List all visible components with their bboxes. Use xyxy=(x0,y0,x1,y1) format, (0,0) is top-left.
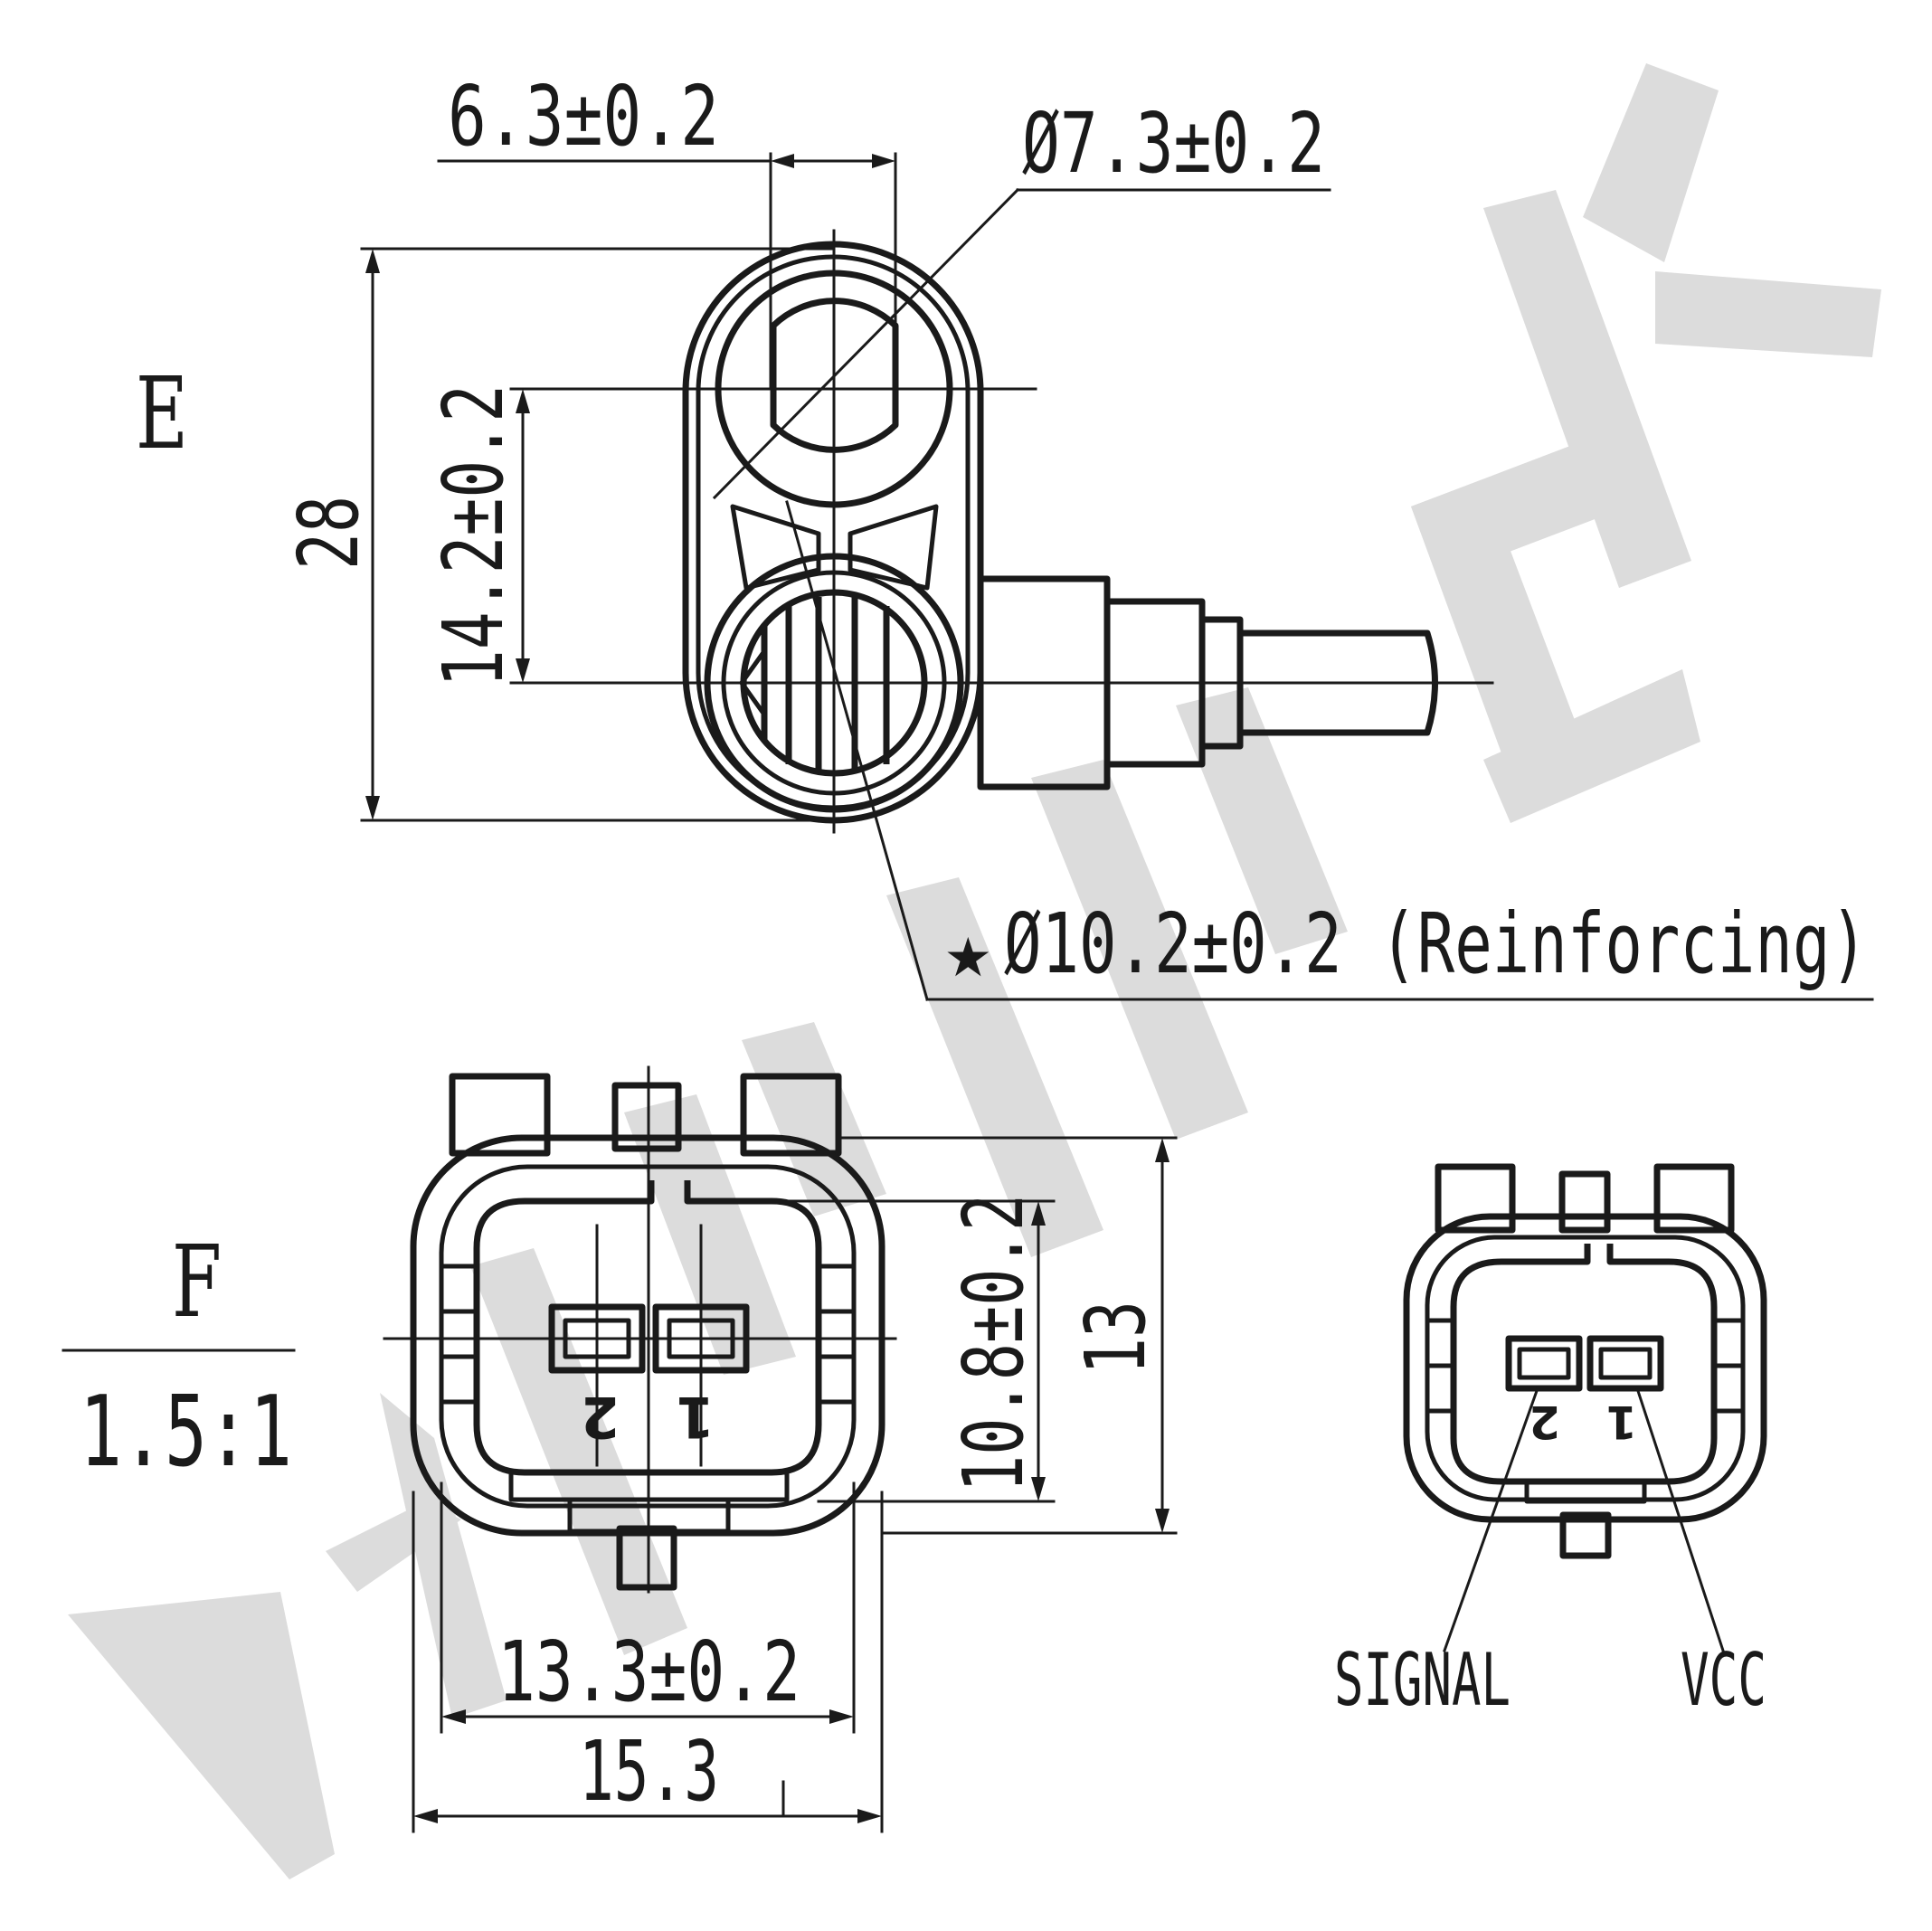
mounting-hole-flat xyxy=(770,298,899,453)
body-web-right xyxy=(848,504,939,591)
body-web xyxy=(730,504,821,591)
dim-reinforcing-label: Ø10.2±0.2 (Reinforcing) xyxy=(1004,895,1868,992)
dim-outer-height-label: 13 xyxy=(1067,1301,1164,1375)
signal-label: SIGNAL xyxy=(1334,1638,1511,1722)
pin-2-number: 2 xyxy=(581,1384,620,1450)
dim-outer-width-label: 15.3 xyxy=(579,1723,719,1820)
view-e: E 6.3±0.2 xyxy=(136,68,1874,1001)
view-f-label: F xyxy=(172,1224,222,1339)
pinout-cavity xyxy=(1450,1244,1718,1485)
view-f-scale: 1.5:1 xyxy=(80,1376,292,1489)
connector-latch-left xyxy=(449,1073,551,1157)
dim-center-label: 14.2±0.2 xyxy=(425,384,522,687)
connector-key-top xyxy=(611,1082,682,1152)
connector-latch-right xyxy=(740,1073,842,1157)
pinout-pin-1-number: 1 xyxy=(1605,1396,1637,1448)
dim-inner-height-label: 10.8±0.2 xyxy=(945,1194,1042,1492)
dim-width-label: 6.3±0.2 xyxy=(448,68,719,165)
view-e-label: E xyxy=(136,355,188,471)
pinout-pin-2-number: 2 xyxy=(1529,1396,1560,1448)
dim-height-label: 28 xyxy=(280,496,377,570)
watermark-logo xyxy=(68,63,1881,1879)
pinout-shell-mid xyxy=(1425,1235,1746,1502)
pin-1-number: 1 xyxy=(676,1384,715,1450)
connector-key-bottom xyxy=(616,1525,677,1591)
dim-hole-label: Ø7.3±0.2 xyxy=(1022,95,1325,192)
pinout-shell-outer xyxy=(1403,1213,1767,1523)
pinout-pin-1 xyxy=(1586,1335,1664,1392)
view-f: F 1.5:1 2 1 xyxy=(62,1065,1178,1833)
dim-inner-width-label: 13.3±0.2 xyxy=(497,1623,800,1720)
pinout-pin-2 xyxy=(1505,1335,1583,1392)
pinout-view: 2 1 SIGNAL VCC xyxy=(1334,1163,1767,1722)
vcc-label: VCC xyxy=(1681,1638,1766,1722)
dim-reinforcing-star: ★ xyxy=(945,906,991,995)
